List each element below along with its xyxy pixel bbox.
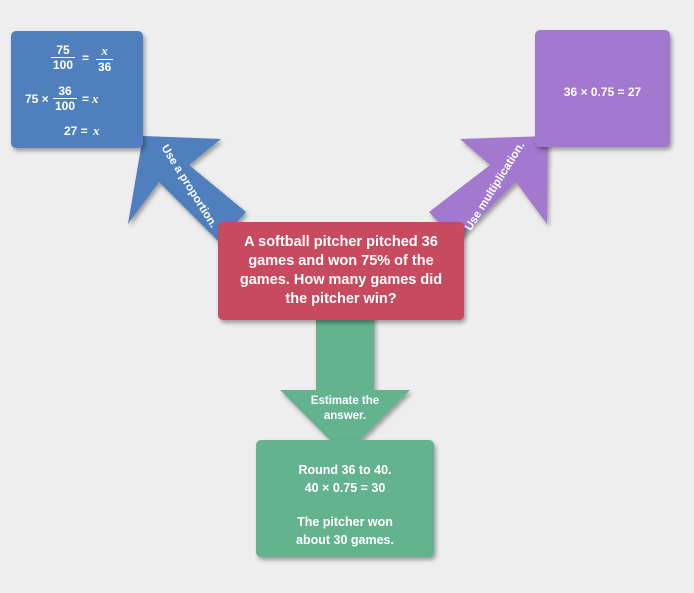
- problem-line-2: games and won 75% of the: [248, 253, 434, 269]
- problem-box: A softball pitcher pitched 36 games and …: [218, 222, 464, 320]
- multiplier: 75 ×: [25, 92, 49, 106]
- proportion-arrow: [128, 136, 246, 242]
- estimate-line-4: The pitcher won: [297, 515, 393, 529]
- fraction-75-100: 75 100: [51, 43, 76, 72]
- problem-line-3: games. How many games did: [239, 272, 443, 288]
- multiplication-arrow: [429, 136, 548, 242]
- variable: x: [93, 123, 100, 138]
- numerator: 75: [56, 43, 70, 57]
- multiplication-text: 36 × 0.75 = 27: [563, 85, 642, 99]
- denominator: 100: [53, 98, 78, 113]
- problem-line-1: A softball pitcher pitched 36: [244, 234, 438, 250]
- fraction-36-100: 36 100: [53, 84, 78, 113]
- estimate-box: Round 36 to 40. 40 × 0.75 = 30 The pitch…: [256, 440, 434, 557]
- equals-sign: =: [82, 92, 90, 106]
- estimate-line-1: Round 36 to 40.: [298, 463, 392, 477]
- variable: x: [92, 91, 99, 106]
- fraction-x-36: x 36: [96, 43, 114, 74]
- estimate-arrow: [280, 314, 410, 455]
- estimate-label-line-1: Estimate the: [310, 395, 380, 407]
- proportion-box: 75 100 = x 36 75 × 36 100 = x 27 = x: [11, 31, 143, 148]
- equals-sign: =: [82, 51, 90, 65]
- estimate-arrow-label: Estimate the answer.: [295, 394, 395, 424]
- estimate-label-line-2: answer.: [323, 410, 367, 422]
- numerator-variable: x: [101, 43, 108, 58]
- estimate-line-3: [256, 497, 434, 513]
- estimate-line-5: about 30 games.: [296, 533, 394, 547]
- numerator: 36: [58, 84, 72, 98]
- result-value: 27 =: [64, 124, 88, 138]
- denominator: 36: [96, 59, 114, 74]
- estimate-line-2: 40 × 0.75 = 30: [304, 481, 386, 495]
- multiplication-box: 36 × 0.75 = 27: [535, 30, 670, 147]
- problem-line-4: the pitcher win?: [285, 291, 397, 307]
- denominator: 100: [51, 57, 76, 72]
